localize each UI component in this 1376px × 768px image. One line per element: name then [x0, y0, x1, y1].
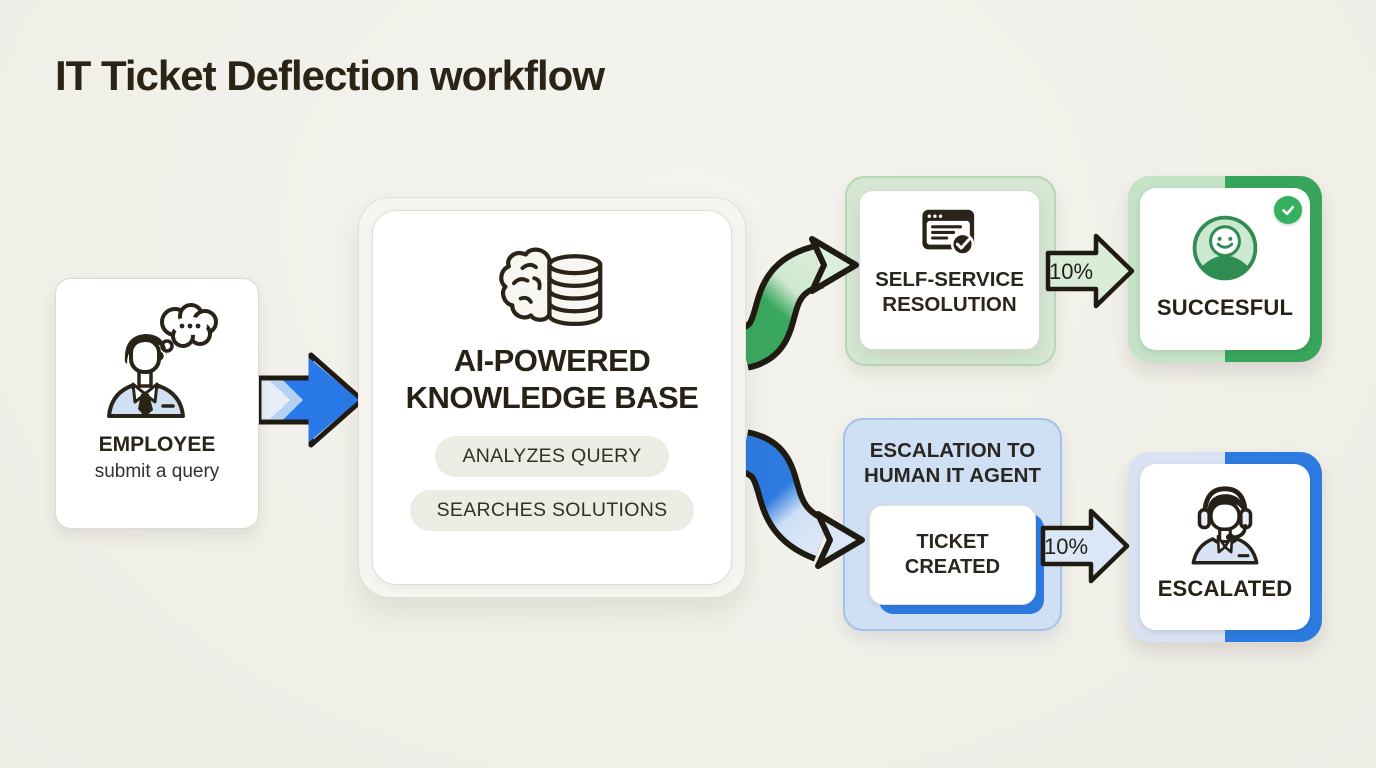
self-service-rate-arrow: 10% — [1045, 233, 1135, 309]
brain-database-icon — [499, 247, 603, 327]
kb-to-self-service-arrow — [737, 236, 859, 371]
successful-label: SUCCESFUL — [1156, 295, 1294, 320]
ticket-created-label: TICKET CREATED — [904, 531, 1001, 578]
escalated-card: ESCALATED — [1140, 464, 1310, 630]
smiley-avatar-icon — [1192, 215, 1258, 281]
node-successful: SUCCESFUL — [1128, 176, 1322, 362]
node-escalated: ESCALATED — [1128, 452, 1322, 642]
escalated-label: ESCALATED — [1157, 576, 1293, 601]
self-service-card: SELF-SERVICE RESOLUTION — [859, 190, 1040, 350]
node-self-service: SELF-SERVICE RESOLUTION — [845, 176, 1056, 366]
person-thought-bubble-icon — [107, 303, 218, 418]
document-check-icon — [921, 209, 974, 256]
node-employee: EMPLOYEE submit a query — [55, 278, 259, 529]
knowledge-base-card: AI-POWERED KNOWLEDGE BASE ANALYZES QUERY… — [372, 210, 732, 585]
node-escalation: ESCALATION TO HUMAN IT AGENT TICKET CREA… — [843, 418, 1062, 631]
employee-to-kb-arrow — [256, 352, 365, 448]
pill-searches-solutions: SEARCHES SOLUTIONS — [409, 490, 695, 532]
check-badge-icon — [1274, 196, 1302, 224]
employee-sublabel: submit a query — [94, 461, 220, 482]
node-knowledge-base: AI-POWERED KNOWLEDGE BASE ANALYZES QUERY… — [358, 197, 746, 598]
page-title: IT Ticket Deflection workflow — [55, 52, 605, 99]
support-agent-icon — [1191, 486, 1259, 565]
self-service-label: SELF-SERVICE RESOLUTION — [875, 268, 1024, 316]
successful-card: SUCCESFUL — [1140, 188, 1310, 350]
pill-analyzes-query: ANALYZES QUERY — [435, 436, 669, 478]
escalation-label: ESCALATION TO HUMAN IT AGENT — [864, 439, 1041, 487]
knowledge-base-label: AI-POWERED KNOWLEDGE BASE — [405, 343, 699, 415]
node-ticket-created: TICKET CREATED — [869, 505, 1036, 605]
employee-label: EMPLOYEE — [98, 433, 216, 456]
